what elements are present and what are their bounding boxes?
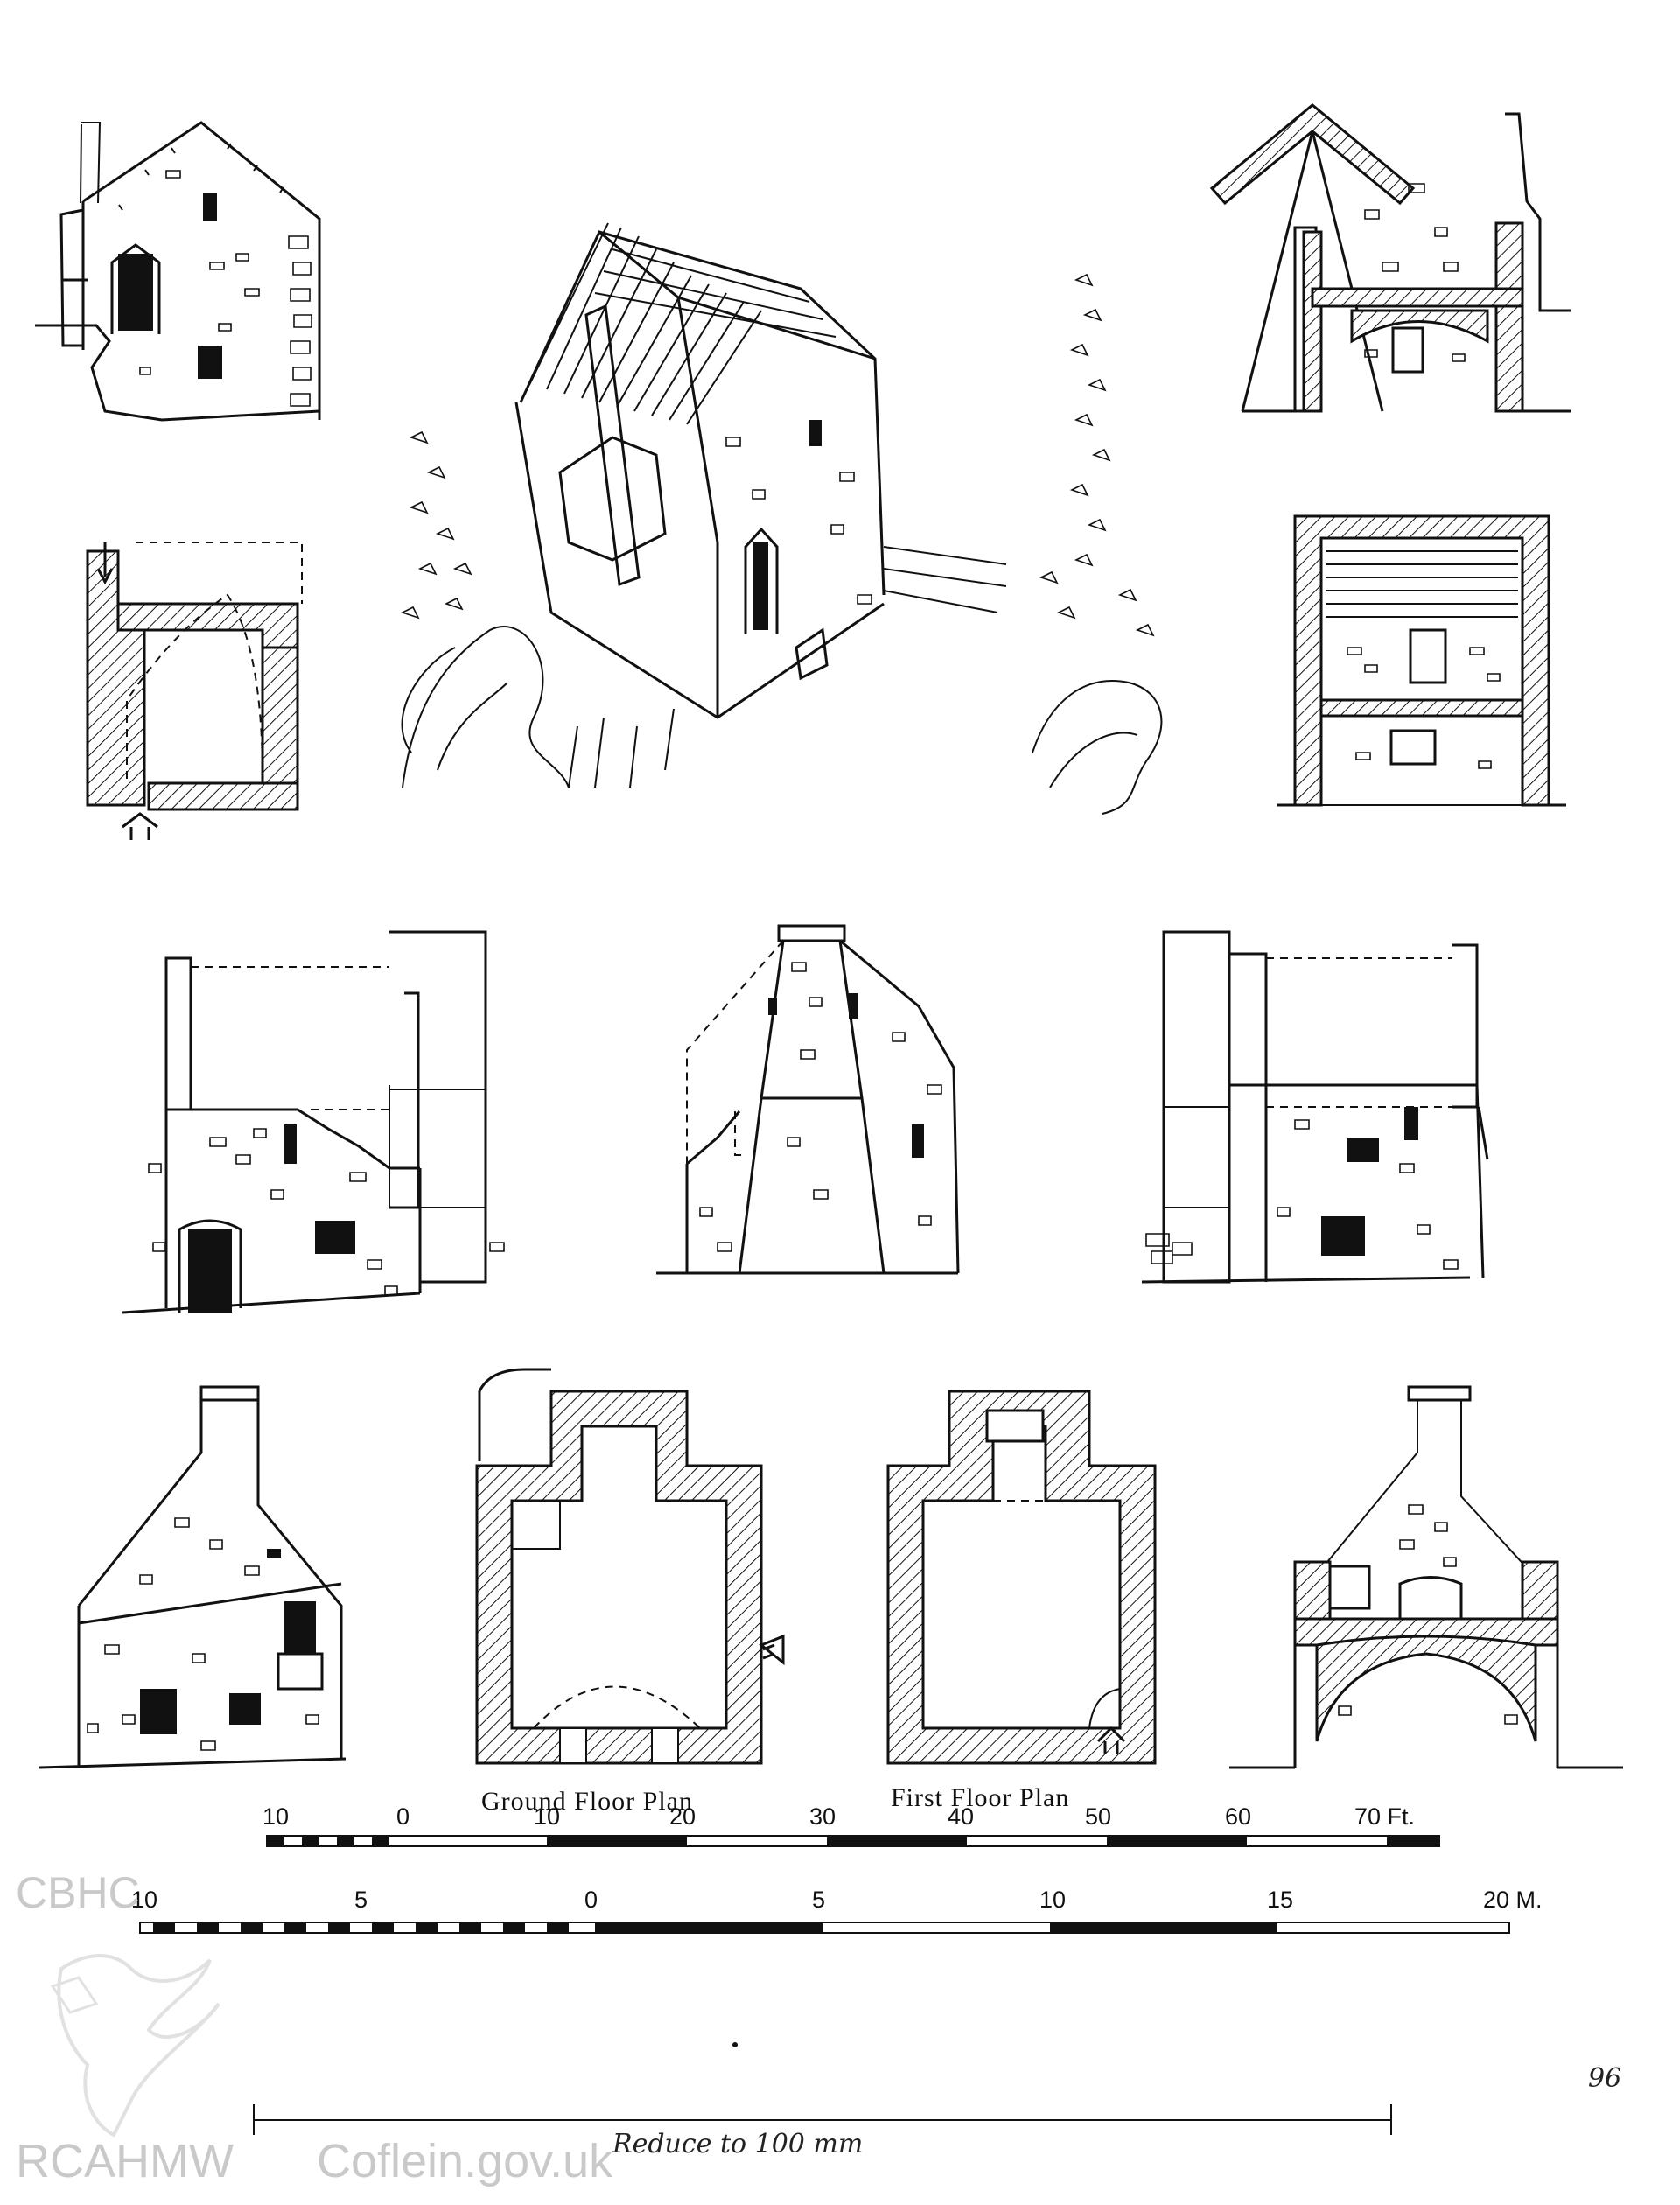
scale-feet-tick-0: 10 — [262, 1803, 289, 1830]
first-floor-plan: First Floor Plan — [886, 1390, 1157, 1812]
cross-section-top-right — [1209, 103, 1571, 413]
scale-feet-tick-8: 70 Ft. — [1354, 1803, 1415, 1830]
scale-feet-tick-3: 20 — [669, 1803, 696, 1830]
longitudinal-section-right — [1278, 514, 1566, 807]
scale-metres-tick-6: 20 M. — [1483, 1886, 1543, 1913]
cross-section-bottom-right — [1229, 1385, 1623, 1769]
chimney-gable-elevation-centre — [656, 924, 960, 1275]
roof-plan-left — [86, 542, 303, 840]
scale-bar-feet: 10 0 10 20 30 40 50 60 70 Ft. — [262, 1803, 1440, 1847]
scale-metres-tick-2: 0 — [584, 1886, 598, 1913]
scale-feet-tick-1: 0 — [396, 1803, 410, 1830]
scale-metres-tick-3: 5 — [812, 1886, 825, 1913]
watermark-rcahmw: RCAHMW — [16, 2135, 234, 2188]
watermark-url: Coflein.gov.uk — [317, 2135, 613, 2188]
ground-floor-plan: Ground Floor Plan — [475, 1368, 785, 1816]
scale-feet-tick-4: 30 — [809, 1803, 836, 1830]
gable-elevation-bottom-left — [38, 1385, 346, 1769]
dragon-emblem-icon — [50, 1954, 220, 2138]
scale-metres-tick-4: 10 — [1040, 1886, 1066, 1913]
scale-bar-metres: 10 5 0 5 10 15 20 M. — [131, 1886, 1543, 1934]
scale-feet-tick-6: 50 — [1085, 1803, 1111, 1830]
scale-feet-tick-5: 40 — [948, 1803, 974, 1830]
reduce-note: Reduce to 100 mm — [253, 2042, 1392, 2160]
scale-metres-tick-5: 15 — [1267, 1886, 1293, 1913]
gable-elevation-top-left — [35, 121, 321, 422]
side-elevation-right — [1141, 930, 1489, 1284]
scale-feet-tick-2: 10 — [534, 1803, 560, 1830]
watermark: CBHC RCAHMW Coflein.gov.uk — [16, 1868, 613, 2188]
watermark-cbhc: CBHC — [16, 1868, 140, 1917]
side-elevation-left — [122, 930, 505, 1314]
corner-mark: 96 — [1588, 2063, 1621, 2094]
isometric-sketch-centre — [400, 222, 1163, 815]
reduce-note-text: Reduce to 100 mm — [612, 2129, 863, 2160]
first-floor-plan-label: First Floor Plan — [891, 1783, 1069, 1812]
ground-floor-plan-label: Ground Floor Plan — [481, 1787, 693, 1816]
scale-metres-tick-1: 5 — [354, 1886, 368, 1913]
scale-metres-tick-0: 10 — [131, 1886, 158, 1913]
scale-feet-tick-7: 60 — [1225, 1803, 1251, 1830]
